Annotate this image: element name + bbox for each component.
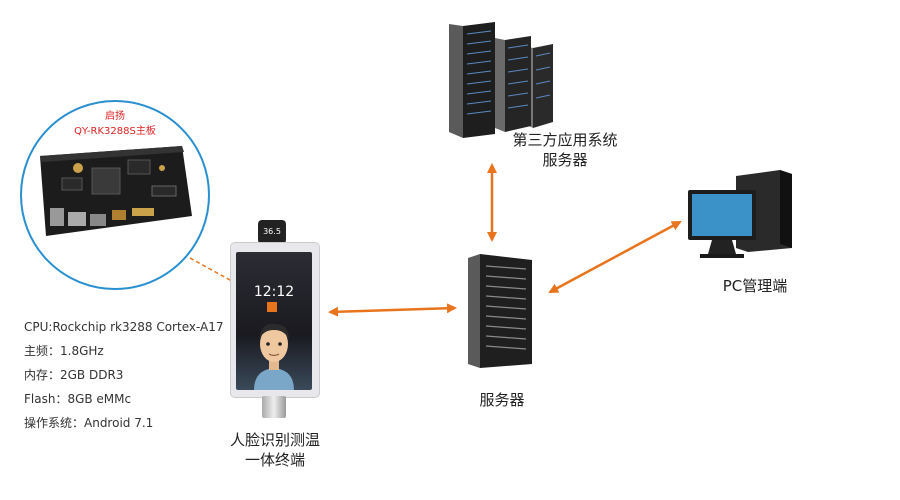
server-icon [468, 254, 532, 368]
spec-frequency: 主频：1.8GHz [24, 344, 104, 358]
circuit-board-image [40, 146, 192, 236]
face-avatar [254, 323, 294, 390]
terminal-label: 人脸识别测温 一体终端 [205, 430, 345, 470]
face-detect-marker [267, 302, 277, 312]
board-brand: 启扬 [105, 111, 125, 122]
server-label: 服务器 [479, 391, 525, 409]
terminal-server-arrow [328, 303, 457, 317]
spec-os: 操作系统：Android 7.1 [24, 416, 154, 430]
spec-flash: Flash：8GB eMMc [24, 392, 132, 406]
third-party-label-line2: 服务器 [542, 151, 588, 169]
spec-memory: 内存：2GB DDR3 [24, 368, 124, 382]
spec-list: CPU:Rockchip rk3288 Cortex-A17 主频：1.8GHz… [24, 315, 234, 435]
third-party-server-icon [449, 22, 553, 138]
terminal-label-line1: 人脸识别测温 [229, 431, 320, 449]
terminal-clock: 12:12 [253, 284, 295, 300]
pc-icon [688, 170, 792, 258]
terminal-screen: 12:12 [236, 252, 312, 390]
board-model: QY-RK3288S主板 [74, 126, 156, 137]
temperature-module: 36.5 [258, 220, 286, 244]
terminal-label-line2: 一体终端 [244, 451, 305, 469]
pc-label: PC管理端 [722, 277, 788, 295]
temperature-reading: 36.5 [263, 227, 281, 236]
third-party-label-line1: 第三方应用系统 [512, 131, 618, 149]
spec-cpu: CPU:Rockchip rk3288 Cortex-A17 [24, 320, 224, 334]
third-party-label: 第三方应用系统 服务器 [495, 130, 635, 170]
terminal-stand [262, 396, 286, 418]
server-pc-arrow [548, 220, 682, 294]
